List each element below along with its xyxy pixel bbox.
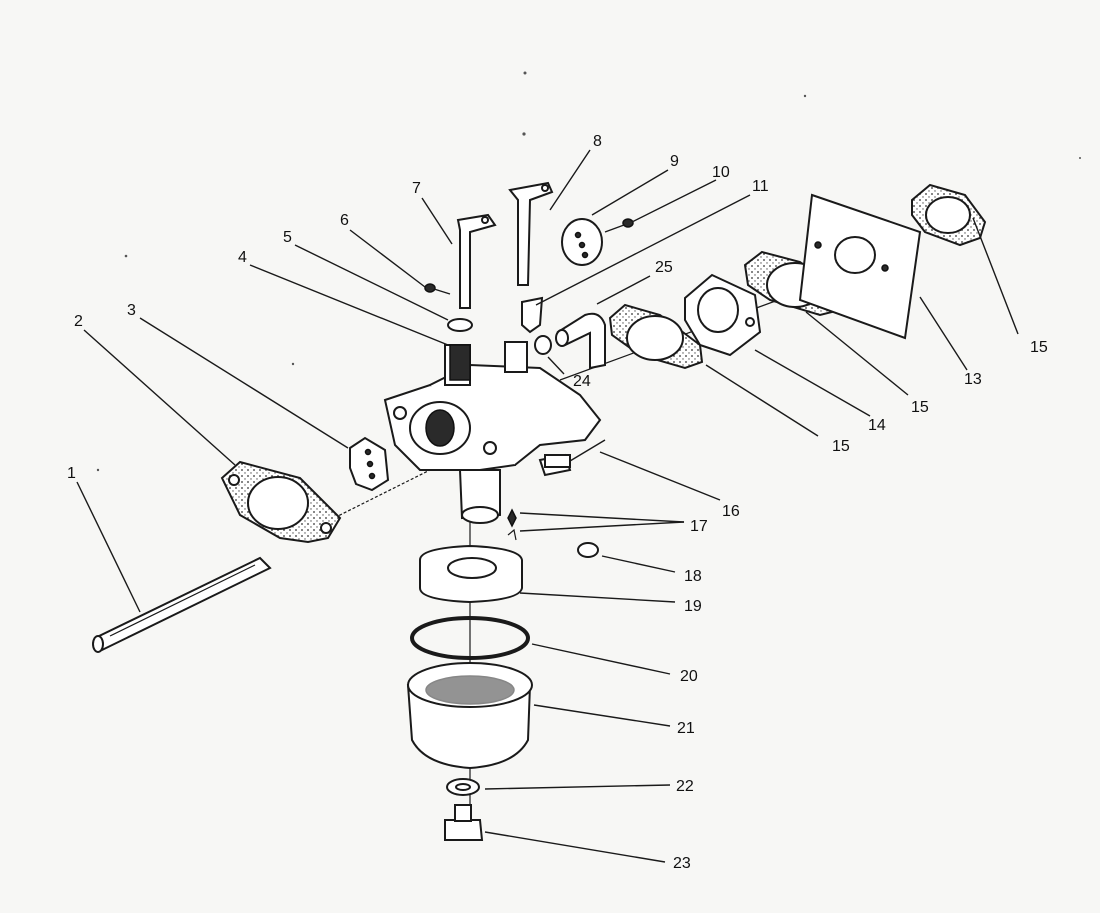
- part-13-plate: [798, 193, 922, 340]
- label-15-low: 15: [832, 438, 850, 455]
- part-25-tube: [555, 312, 606, 370]
- part-15-gasket-c: [911, 183, 987, 247]
- label-15-mid: 15: [911, 399, 929, 416]
- part-9-choke-plate: [561, 218, 603, 266]
- part-4-spring: [449, 344, 471, 381]
- part-3-throttle-plate: [349, 436, 390, 492]
- label-3: 3: [127, 302, 136, 319]
- part-17-clips: [507, 508, 517, 541]
- label-8: 8: [593, 133, 602, 150]
- scan-specks: [96, 71, 1081, 472]
- carburetor-body: [383, 341, 602, 524]
- label-19: 19: [684, 598, 702, 615]
- part-8-choke-shaft: [508, 181, 554, 286]
- part-6-screw: [424, 283, 451, 295]
- label-25: 25: [655, 259, 673, 276]
- label-21: 21: [677, 720, 695, 737]
- label-11: 11: [752, 178, 769, 195]
- part-15-gasket-a: [608, 303, 704, 370]
- part-7-shaft: [456, 213, 497, 309]
- part-20-o-ring: [410, 616, 530, 660]
- part-1-stud: [92, 556, 272, 653]
- label-2: 2: [74, 313, 83, 330]
- part-11-valve: [521, 296, 544, 334]
- part-10-screw: [604, 218, 634, 233]
- label-18: 18: [684, 568, 702, 585]
- label-10: 10: [712, 164, 730, 181]
- part-5-cap: [447, 318, 473, 332]
- part-21-float-bowl: [406, 662, 533, 770]
- leader-lines: [76, 149, 1019, 863]
- part-2-gasket: [220, 460, 342, 544]
- label-23: 23: [673, 855, 691, 872]
- part-22-washer: [446, 778, 480, 796]
- assembly-axis-lines: [289, 269, 861, 820]
- label-9: 9: [670, 153, 679, 170]
- label-15-right: 15: [1030, 339, 1048, 356]
- label-1: 1: [67, 465, 76, 482]
- label-22: 22: [676, 778, 694, 795]
- part-18-bolt: [577, 542, 599, 558]
- label-4: 4: [238, 249, 247, 266]
- part-16-screw: [544, 439, 606, 468]
- part-23-bowl-nut: [444, 804, 484, 841]
- part-24-washer: [534, 335, 552, 355]
- label-7: 7: [412, 180, 421, 197]
- label-24: 24: [573, 373, 591, 390]
- callout-labels: 1 2 3 4 5 6 7 8 9 10 11 13 14 15 15 15 1…: [67, 133, 1048, 872]
- label-13: 13: [964, 371, 982, 388]
- label-16: 16: [722, 503, 740, 520]
- label-17: 17: [690, 518, 708, 535]
- part-14-spacer: [684, 273, 762, 357]
- part-19-float: [419, 544, 523, 604]
- label-6: 6: [340, 212, 349, 229]
- label-20: 20: [680, 668, 698, 685]
- label-5: 5: [283, 229, 292, 246]
- label-14: 14: [868, 417, 886, 434]
